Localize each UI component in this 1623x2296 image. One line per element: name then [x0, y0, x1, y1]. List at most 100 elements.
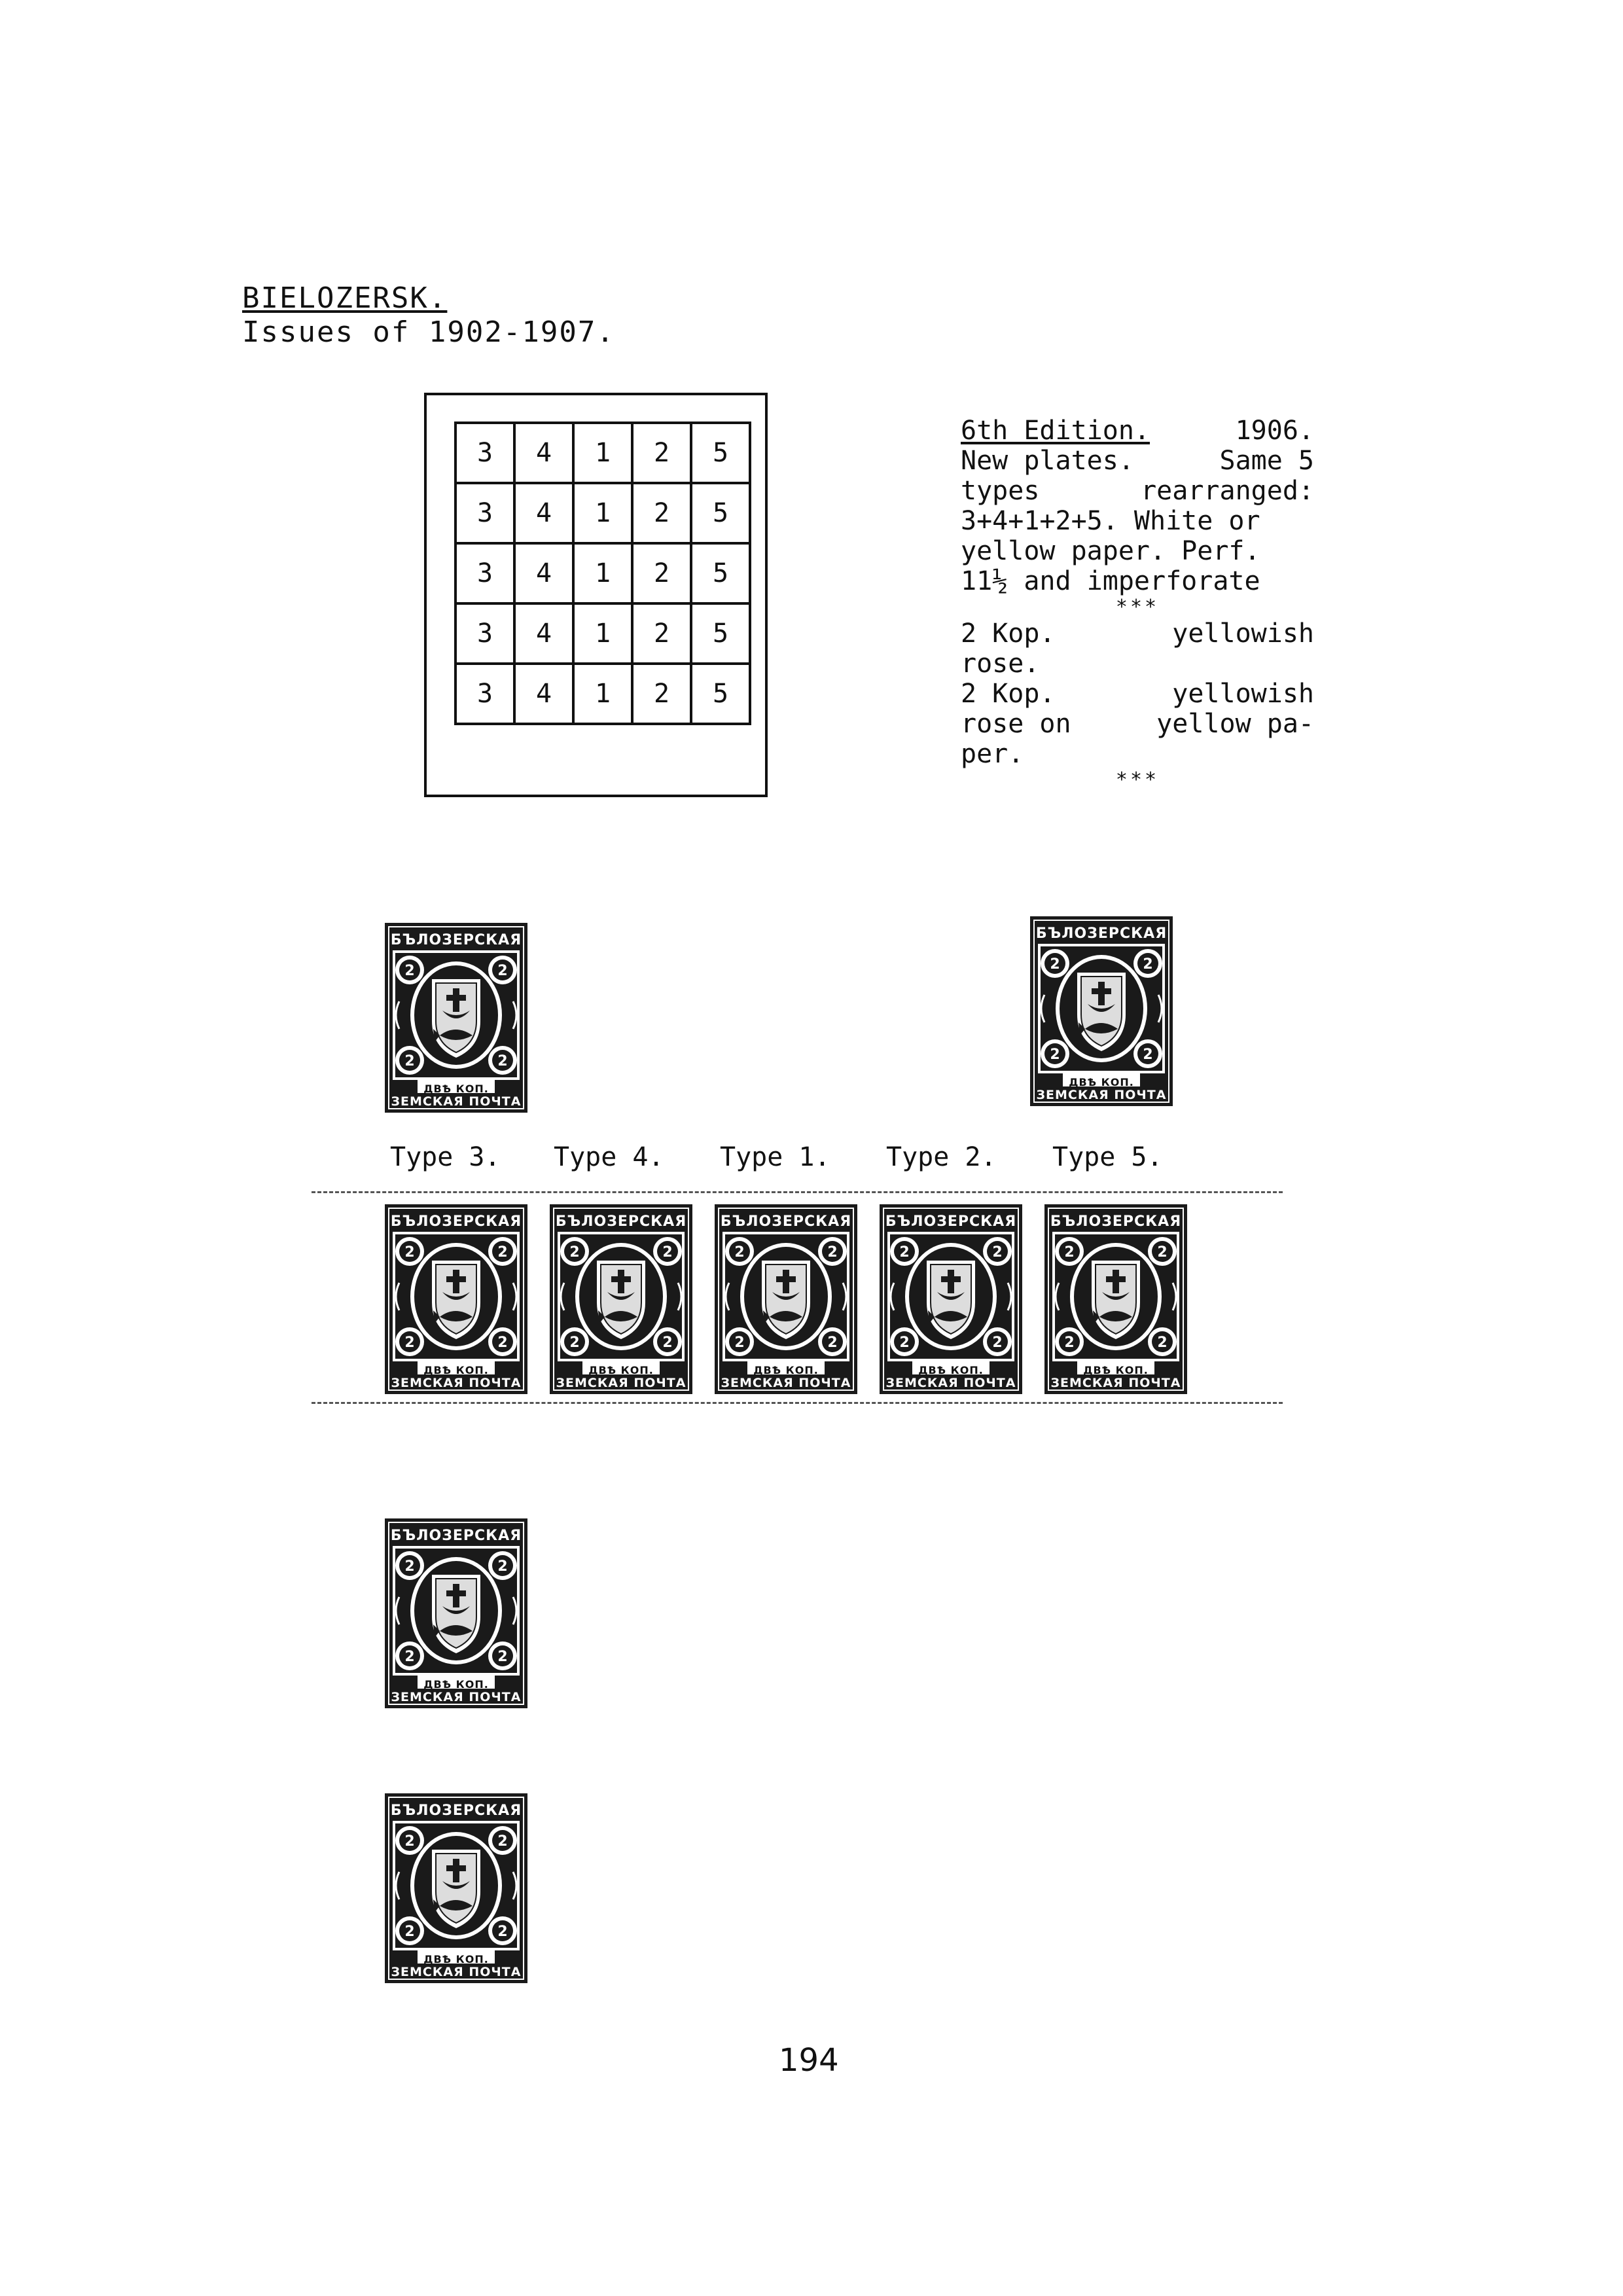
stamp-image: БЪЛОЗЕРСКАЯ ДВѢ КОП. ЗЕМСКАЯ ПОЧТА: [385, 1518, 527, 1708]
plate-cell: 2: [631, 542, 692, 605]
stamp-inscription-value: ДВѢ КОП.: [423, 1364, 489, 1376]
stamp-inscription-bottom: ЗЕМСКАЯ ПОЧТА: [556, 1376, 687, 1390]
edition-text: rearranged:: [1141, 476, 1314, 506]
stamp-strip: [312, 1191, 1283, 1404]
plate-cell: 5: [690, 662, 751, 725]
edition-text: types: [961, 476, 1040, 506]
type-label: Type 2.: [886, 1142, 997, 1172]
stamp-inscription-top: БЪЛОЗЕРСКАЯ: [390, 932, 522, 948]
stamp-inscription-bottom: ЗЕМСКАЯ ПОЧТА: [721, 1376, 851, 1390]
edition-text: yellow pa-: [1156, 709, 1314, 739]
stamp-inscription-top: БЪЛОЗЕРСКАЯ: [720, 1213, 852, 1230]
plate-cell: 4: [513, 542, 575, 605]
title-text: BIELOZERSK.: [242, 281, 448, 315]
type-label: Type 4.: [554, 1142, 664, 1172]
separator-stars: ***: [1115, 768, 1160, 791]
plate-cell: 5: [690, 602, 751, 665]
stamp-inscription-top: БЪЛОЗЕРСКАЯ: [1050, 1213, 1182, 1230]
plate-cell: 5: [690, 422, 751, 484]
item-color: yellowish: [1172, 619, 1314, 649]
plate-cell: 4: [513, 662, 575, 725]
stamp-image: БЪЛОЗЕРСКАЯ ДВѢ КОП. ЗЕМСКАЯ ПОЧТА: [1030, 916, 1173, 1106]
plate-cell: 1: [572, 662, 633, 725]
stamp-inscription-bottom: ЗЕМСКАЯ ПОЧТА: [391, 1094, 522, 1109]
edition-text: rose.: [961, 649, 1040, 679]
plate-cell: 3: [454, 602, 516, 665]
plate-cell: 3: [454, 482, 516, 545]
stamp-inscription-value: ДВѢ КОП.: [423, 1678, 489, 1691]
catalog-item: 2 Kop. yellowish: [961, 619, 1314, 649]
edition-text: New plates.: [961, 446, 1134, 476]
edition-heading: 6th Edition.: [961, 416, 1150, 446]
stamp-inscription-top: БЪЛОЗЕРСКАЯ: [390, 1803, 522, 1819]
stamp-inscription-value: ДВѢ КОП.: [918, 1364, 984, 1376]
catalog-item: 2 Kop. yellowish: [961, 679, 1314, 709]
page-title: BIELOZERSK. Issues of 1902-1907.: [242, 281, 615, 350]
plate-cell: 2: [631, 422, 692, 484]
plate-cell: 1: [572, 602, 633, 665]
stamp-inscription-top: БЪЛОЗЕРСКАЯ: [885, 1213, 1017, 1230]
stamp-inscription-top: БЪЛОЗЕРСКАЯ: [555, 1213, 687, 1230]
edition-text: 3+4+1+2+5. White or: [961, 506, 1260, 536]
plate-cell: 1: [572, 482, 633, 545]
stamp-inscription-value: ДВѢ КОП.: [423, 1083, 489, 1095]
stamp-inscription-bottom: ЗЕМСКАЯ ПОЧТА: [885, 1376, 1016, 1390]
plate-cell: 3: [454, 662, 516, 725]
stamp-inscription-value: ДВѢ КОП.: [753, 1364, 819, 1376]
plate-cell: 2: [631, 662, 692, 725]
plate-row: 3 4 1 2 5: [454, 482, 751, 545]
plate-cell: 4: [513, 482, 575, 545]
edition-heading-line: 6th Edition. 1906.: [961, 416, 1314, 446]
plate-cell: 3: [454, 542, 516, 605]
stamp-inscription-bottom: ЗЕМСКАЯ ПОЧТА: [391, 1690, 522, 1704]
stamp-inscription-top: БЪЛОЗЕРСКАЯ: [390, 1213, 522, 1230]
stamp-image: БЪЛОЗЕРСКАЯ ДВѢ КОП. ЗЕМСКАЯ ПОЧТА: [385, 1793, 527, 1983]
edition-description: 6th Edition. 1906. New plates. Same 5 ty…: [961, 416, 1314, 791]
plate-cell: 1: [572, 542, 633, 605]
plate-row: 3 4 1 2 5: [454, 422, 751, 484]
edition-line: rose on yellow pa-: [961, 709, 1314, 739]
edition-text: yellow paper. Perf.: [961, 536, 1260, 566]
plate-cell: 2: [631, 482, 692, 545]
plate-grid: 3 4 1 2 5 3 4 1 2 5 3 4 1 2 5 3 4 1 2 5: [454, 422, 751, 725]
edition-text: 11½ and imperforate: [961, 566, 1260, 596]
plate-cell: 5: [690, 482, 751, 545]
stamp-inscription-top: БЪЛОЗЕРСКАЯ: [390, 1528, 522, 1544]
stamp-image: БЪЛОЗЕРСКАЯ ДВѢ КОП. ЗЕМСКАЯ ПОЧТА: [1044, 1204, 1187, 1394]
page-number: 194: [779, 2042, 839, 2079]
stamp-inscription-value: ДВѢ КОП.: [1083, 1364, 1149, 1376]
stamp-inscription-top: БЪЛОЗЕРСКАЯ: [1035, 925, 1168, 942]
plate-row: 3 4 1 2 5: [454, 662, 751, 725]
item-value: 2 Kop.: [961, 619, 1056, 649]
plate-cell: 1: [572, 422, 633, 484]
edition-text: Same 5: [1219, 446, 1315, 476]
subtitle-text: Issues of 1902-1907.: [242, 315, 615, 349]
stamp-image: БЪЛОЗЕРСКАЯ ДВѢ КОП. ЗЕМСКАЯ ПОЧТА: [385, 1204, 527, 1394]
edition-line: New plates. Same 5: [961, 446, 1314, 476]
stamp-image: БЪЛОЗЕРСКАЯ ДВѢ КОП. ЗЕМСКАЯ ПОЧТА: [385, 923, 527, 1113]
plate-cell: 3: [454, 422, 516, 484]
stamp-inscription-bottom: ЗЕМСКАЯ ПОЧТА: [391, 1376, 522, 1390]
item-color: yellowish: [1172, 679, 1314, 709]
stamp-image: БЪЛОЗЕРСКАЯ ДВѢ КОП. ЗЕМСКАЯ ПОЧТА: [550, 1204, 692, 1394]
stamp-inscription-bottom: ЗЕМСКАЯ ПОЧТА: [391, 1965, 522, 1979]
stamp-inscription-value: ДВѢ КОП.: [1069, 1076, 1134, 1088]
type-label: Type 3.: [390, 1142, 501, 1172]
plate-cell: 5: [690, 542, 751, 605]
edition-text: rose on: [961, 709, 1071, 739]
separator-stars: ***: [1115, 596, 1160, 619]
stamp-inscription-value: ДВѢ КОП.: [423, 1953, 489, 1965]
stamp-inscription-bottom: ЗЕМСКАЯ ПОЧТА: [1036, 1088, 1167, 1102]
plate-row: 3 4 1 2 5: [454, 542, 751, 605]
edition-year: 1906.: [1235, 416, 1314, 446]
stamp-image: БЪЛОЗЕРСКАЯ ДВѢ КОП. ЗЕМСКАЯ ПОЧТА: [880, 1204, 1022, 1394]
stamp-inscription-value: ДВѢ КОП.: [588, 1364, 654, 1376]
plate-layout-diagram: 3 4 1 2 5 3 4 1 2 5 3 4 1 2 5 3 4 1 2 5: [424, 393, 768, 797]
edition-line: types rearranged:: [961, 476, 1314, 506]
plate-cell: 4: [513, 422, 575, 484]
type-label: Type 5.: [1052, 1142, 1163, 1172]
plate-row: 3 4 1 2 5: [454, 602, 751, 665]
stamp-inscription-bottom: ЗЕМСКАЯ ПОЧТА: [1050, 1376, 1181, 1390]
plate-cell: 4: [513, 602, 575, 665]
type-label: Type 1.: [720, 1142, 830, 1172]
